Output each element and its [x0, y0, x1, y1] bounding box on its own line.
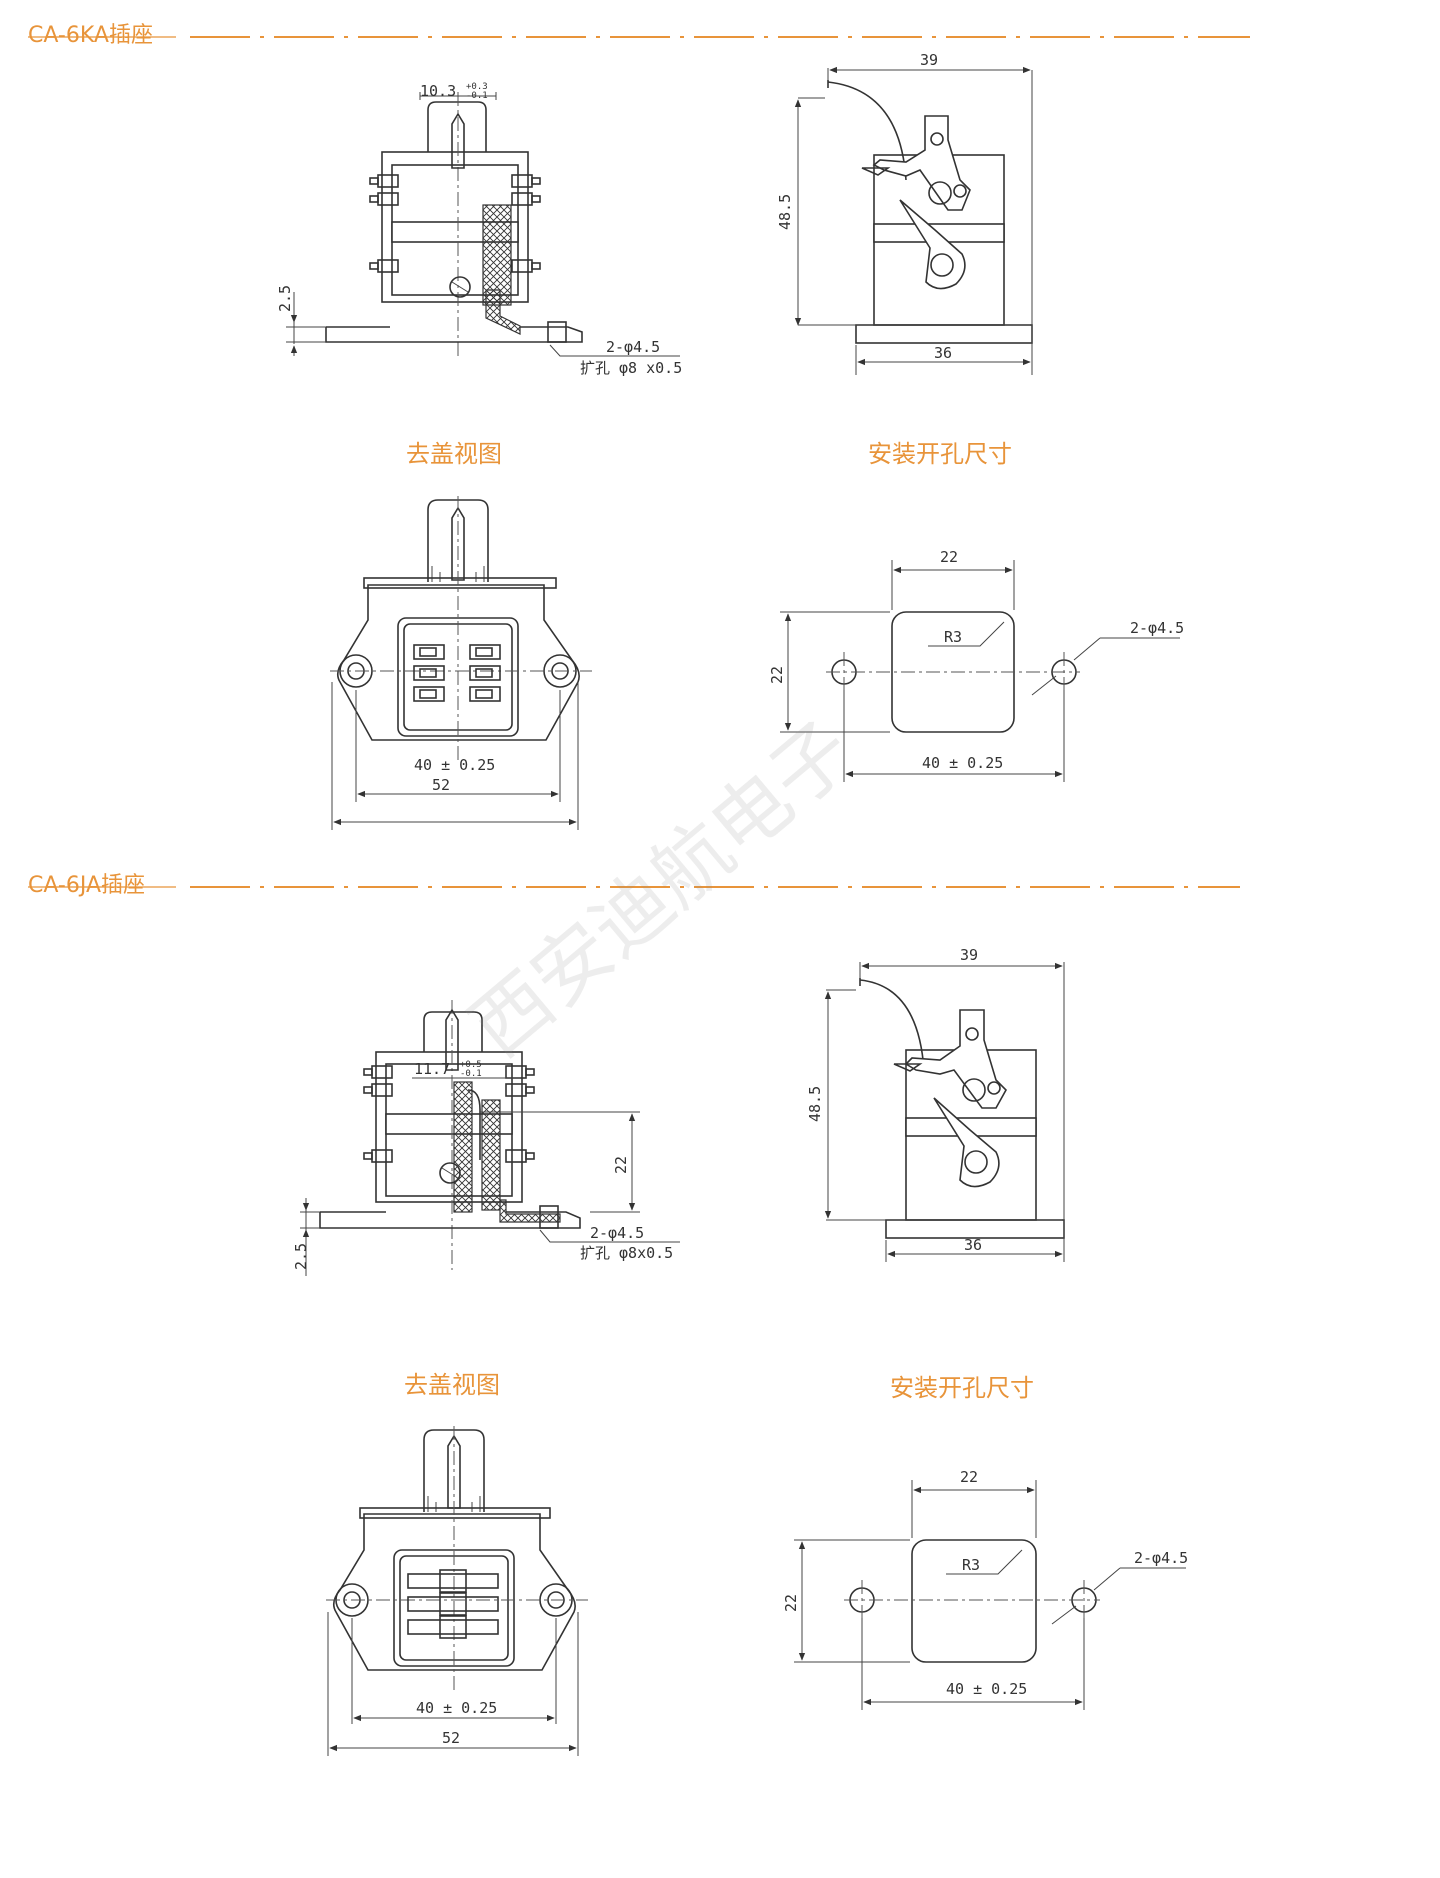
mounting-cutout: 22 22 R3 2-φ4.5 40 ± 0.25	[768, 548, 1184, 782]
dim-mount-holes: 2-φ4.5	[1134, 1549, 1188, 1567]
section-ca-6ja: CA-6JA插座	[28, 873, 1240, 1756]
caption-cover-removed: 去盖视图	[406, 440, 502, 468]
dim-flange-thickness: 2.5	[292, 1243, 310, 1270]
section-title: CA-6JA插座	[28, 873, 145, 898]
dim-corner-radius: R3	[944, 628, 962, 646]
dim-holes: 2-φ4.5	[606, 338, 660, 356]
section-ca-6ka: CA-6KA插座	[28, 23, 1250, 830]
cover-removed-view: 40 ± 0.25 52	[330, 496, 592, 830]
front-latch-view: 48.5 39 36	[776, 51, 1033, 375]
dim-width-a: 11.7	[414, 1060, 450, 1078]
caption-mounting: 安装开孔尺寸	[890, 1374, 1034, 1402]
caption-mounting: 安装开孔尺寸	[868, 440, 1012, 468]
dim-base: 36	[964, 1236, 982, 1254]
section-title: CA-6KA插座	[28, 23, 153, 48]
dim-holes: 2-φ4.5	[590, 1224, 644, 1242]
dim-width-a: 10.3	[420, 82, 456, 100]
dim-height: 48.5	[806, 1086, 824, 1122]
dim-overall: 52	[432, 776, 450, 794]
dim-cutout-height: 22	[768, 666, 786, 684]
dim-cutout-width: 22	[940, 548, 958, 566]
side-section-view: 2.5 10.3 +0.3 -0.1 2-φ4.5 扩孔 φ8 x0.5	[276, 82, 682, 377]
dim-width: 39	[960, 946, 978, 964]
dim-pitch: 40 ± 0.25	[414, 756, 495, 774]
front-latch-view: 48.5 39 36	[806, 946, 1065, 1262]
dim-overall: 52	[442, 1729, 460, 1747]
dim-height: 48.5	[776, 194, 794, 230]
tol-lower: -0.1	[466, 91, 488, 101]
dim-flange-thickness: 2.5	[276, 285, 294, 312]
caption-cover-removed: 去盖视图	[404, 1371, 500, 1399]
dim-counterbore: 扩孔 φ8x0.5	[580, 1244, 673, 1262]
dim-base: 36	[934, 344, 952, 362]
tol-upper: +0.3	[466, 82, 488, 92]
dim-cutout-width: 22	[960, 1468, 978, 1486]
cover-removed-view: 40 ± 0.25 52	[326, 1426, 588, 1756]
tol-upper: +0.5	[460, 1060, 482, 1070]
dim-mount-pitch: 40 ± 0.25	[946, 1680, 1027, 1698]
dim-pitch: 40 ± 0.25	[416, 1699, 497, 1717]
dim-cutout-height: 22	[782, 1594, 800, 1612]
dim-height: 22	[612, 1156, 630, 1174]
dim-mount-holes: 2-φ4.5	[1130, 619, 1184, 637]
dim-counterbore: 扩孔 φ8 x0.5	[580, 359, 682, 377]
mounting-cutout: 22 22 R3 2-φ4.5 40 ± 0.25	[782, 1468, 1188, 1710]
tol-lower: -0.1	[460, 1069, 482, 1079]
dim-width: 39	[920, 51, 938, 69]
side-section-view: 2.5 22 11.7 +0.5 -0.1 2-φ4.5 扩孔 φ8x0.5	[292, 1000, 680, 1276]
dim-mount-pitch: 40 ± 0.25	[922, 754, 1003, 772]
watermark: 西安迪航电子	[454, 705, 870, 1075]
dim-corner-radius: R3	[962, 1556, 980, 1574]
